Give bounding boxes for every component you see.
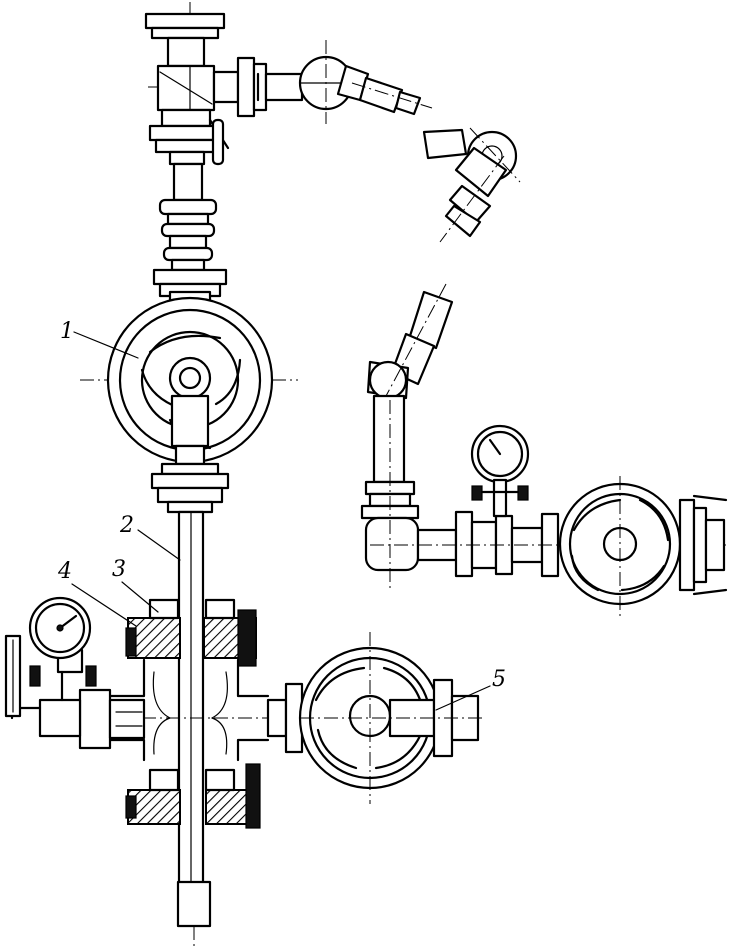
callout-leader-1 (73, 331, 139, 359)
callout-label-3: 3 (112, 557, 126, 582)
callout-label-1: 1 (60, 319, 74, 344)
callout-leader-5 (435, 685, 491, 711)
callout-leader-3 (121, 581, 159, 613)
pressure-gauge-left (28, 596, 92, 660)
callout-label-4: 4 (57, 559, 72, 584)
tubing-string-2 (176, 510, 212, 948)
callouts: 1 2 3 4 5 (57, 319, 506, 711)
callout-label-5: 5 (492, 667, 506, 692)
lower-spool (150, 462, 230, 514)
side-handwheel-top (208, 118, 230, 166)
side-valve-5 (266, 632, 486, 804)
callout-leader-2 (137, 529, 181, 561)
callout-label-2: 2 (119, 513, 134, 538)
upper-spool (152, 162, 228, 298)
callout-leader-4 (71, 583, 137, 627)
left-outlet (4, 634, 146, 750)
detached-elbow (422, 127, 521, 243)
main-valve-1 (80, 290, 298, 470)
right-assembly (360, 283, 728, 620)
top-right-branch (212, 40, 433, 124)
casing-head-spool (70, 598, 300, 829)
